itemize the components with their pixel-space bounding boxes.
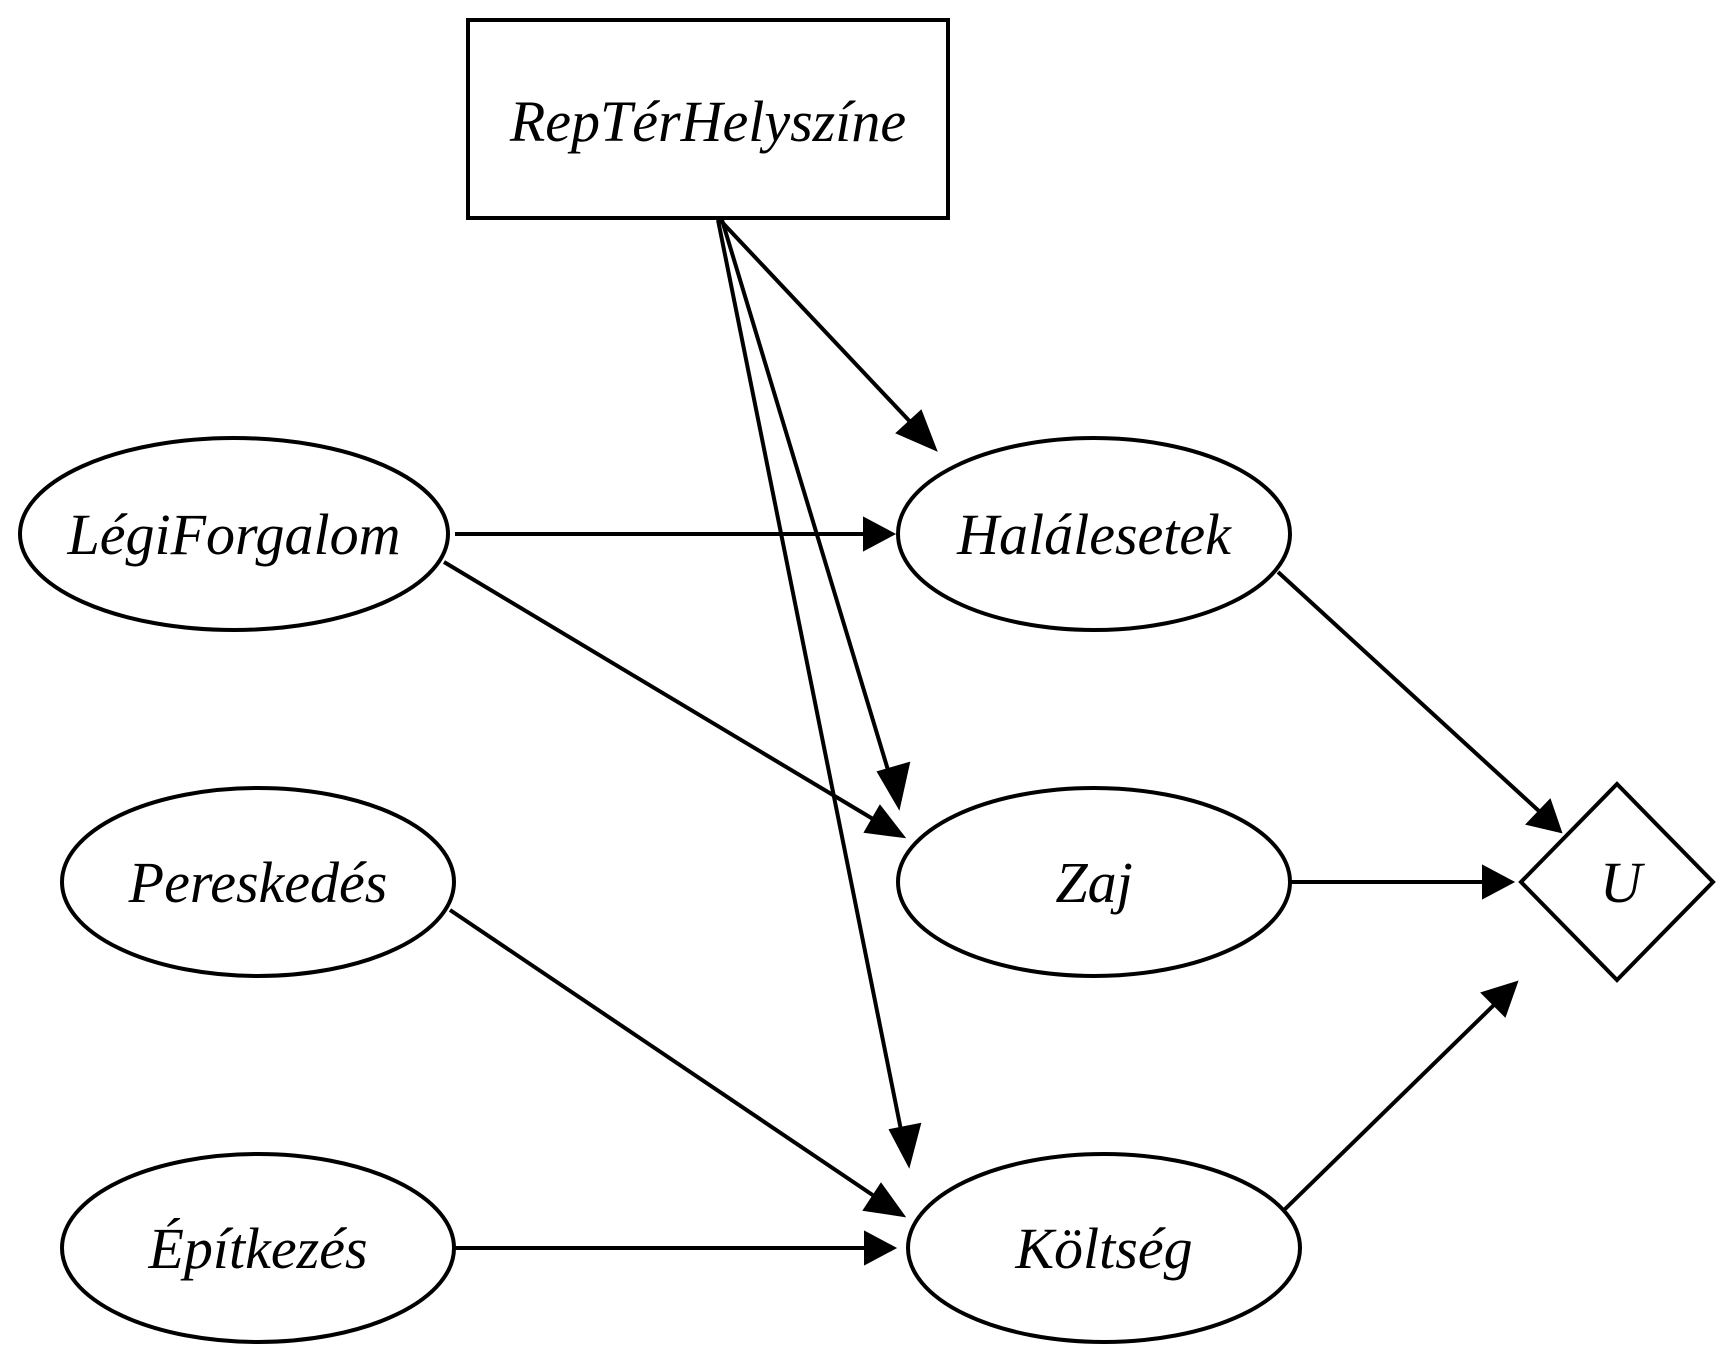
edge-peresk-koltseg: [448, 908, 907, 1218]
node-koltseg[interactable]: Költség: [906, 1152, 1302, 1344]
chance-node-ellipse: [60, 786, 456, 978]
node-utility-u[interactable]: U: [1518, 781, 1716, 983]
node-label: LégiForgalom: [67, 502, 401, 567]
edge-repter-koltseg: [716, 219, 922, 1169]
decision-node-box: [466, 18, 950, 220]
edge-legi-zaj: [442, 560, 907, 839]
node-halalesetek[interactable]: Halálesetek: [896, 436, 1292, 632]
node-label: Pereskedés: [128, 850, 388, 915]
chance-node-ellipse: [896, 786, 1292, 978]
chance-node-ellipse: [60, 1152, 456, 1344]
node-label: Költség: [1014, 1216, 1192, 1281]
edge-repter-halal: [718, 218, 938, 452]
chance-node-ellipse: [906, 1152, 1302, 1344]
edge-epitk-koltseg: [455, 1230, 898, 1266]
edge-halal-u: [1276, 570, 1563, 834]
edges: [442, 218, 1563, 1266]
edge-zaj-u: [1290, 864, 1516, 900]
node-repter-helyszine[interactable]: RepTérHelyszíne: [466, 18, 950, 220]
node-label: RepTérHelyszíne: [509, 89, 906, 154]
edge-koltseg-u: [1278, 980, 1519, 1216]
chance-node-ellipse: [896, 436, 1292, 632]
edge-repter-zaj: [720, 219, 911, 811]
node-pereskedes[interactable]: Pereskedés: [60, 786, 456, 978]
edge-legi-halal: [455, 516, 897, 552]
node-label: Építkezés: [147, 1216, 367, 1281]
node-label: Halálesetek: [956, 502, 1232, 567]
node-zaj[interactable]: Zaj: [896, 786, 1292, 978]
node-legi-forgalom[interactable]: LégiForgalom: [18, 436, 450, 632]
node-label: U: [1600, 850, 1646, 915]
utility-node-diamond: [1518, 781, 1716, 983]
chance-node-ellipse: [18, 436, 450, 632]
node-label: Zaj: [1055, 850, 1132, 915]
node-epitkezes[interactable]: Építkezés: [60, 1152, 456, 1344]
